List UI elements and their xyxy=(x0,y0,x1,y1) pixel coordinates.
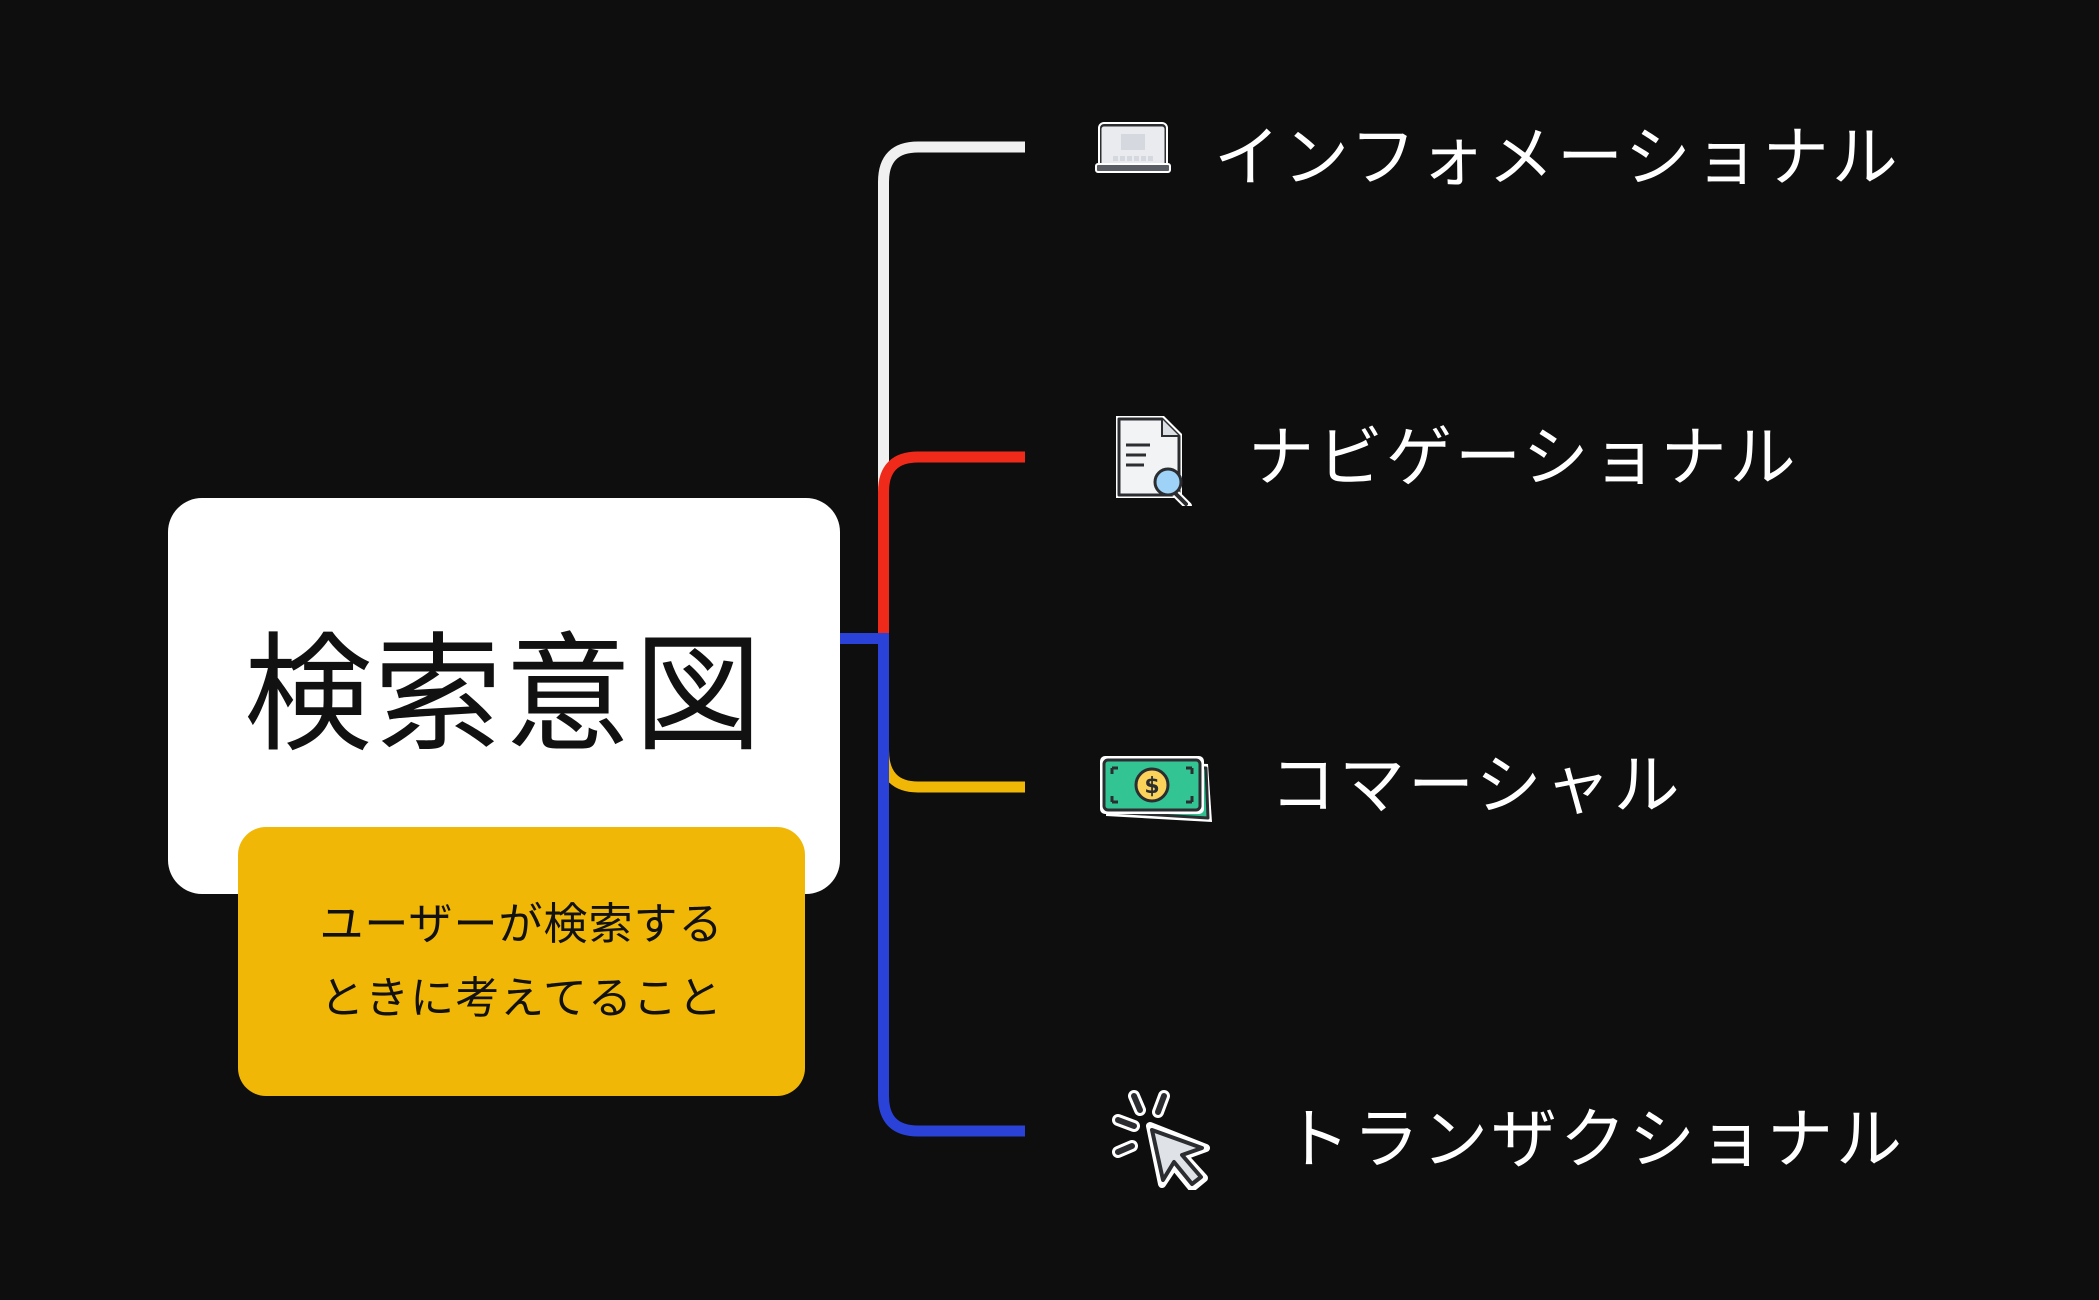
money-icon: $ xyxy=(1096,752,1216,830)
note-box[interactable]: ユーザーが検索する ときに考えてること xyxy=(238,827,805,1096)
branch-transactional[interactable]: トランザクショナル xyxy=(1284,1100,1905,1180)
note-line-2: ときに考えてること xyxy=(320,972,723,1024)
note-line-1: ユーザーが検索する xyxy=(319,898,724,950)
cursor-click-icon xyxy=(1108,1082,1214,1194)
svg-text:$: $ xyxy=(1144,774,1159,799)
branch-label: コマーシャル xyxy=(1270,747,1683,824)
document-search-icon xyxy=(1110,410,1198,510)
branch-label: ナビゲーショナル xyxy=(1248,419,1799,496)
connector-transactional xyxy=(840,633,1025,1137)
branch-informational[interactable]: インフォメーショナル xyxy=(1214,118,1901,198)
branch-label: インフォメーショナル xyxy=(1214,119,1901,196)
root-label: 検索意図 xyxy=(243,621,764,770)
branch-navigational[interactable]: ナビゲーショナル xyxy=(1248,418,1799,498)
branch-commercial[interactable]: コマーシャル xyxy=(1270,746,1683,826)
connector-commercial xyxy=(878,749,1025,793)
branch-label: トランザクショナル xyxy=(1284,1101,1905,1178)
laptop-icon xyxy=(1095,122,1171,178)
connector-navigational xyxy=(878,451,1025,640)
connector-informational xyxy=(878,141,1025,495)
